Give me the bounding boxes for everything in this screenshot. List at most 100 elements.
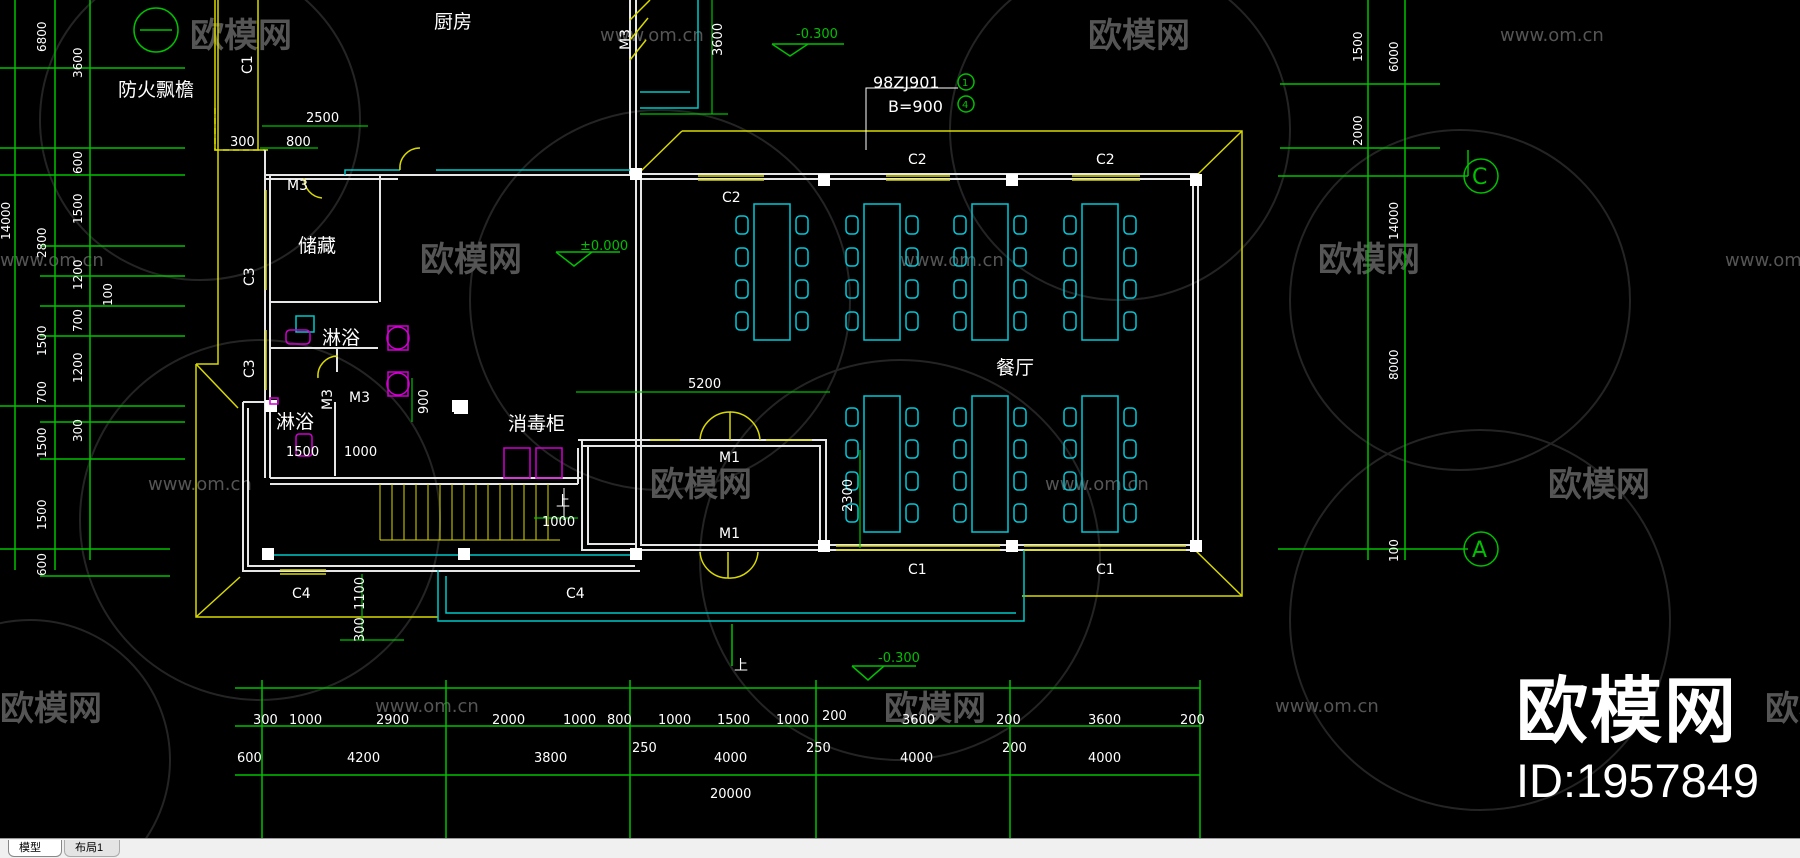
svg-text:1000: 1000 <box>344 445 377 460</box>
dining-table <box>1081 395 1119 533</box>
svg-text:5200: 5200 <box>688 377 721 392</box>
bottom-dimension-lines <box>235 680 1201 838</box>
svg-text:300: 300 <box>230 135 255 150</box>
dining-chair <box>845 503 859 523</box>
svg-text:1000: 1000 <box>776 713 809 728</box>
entry-up-label: 上 <box>734 658 748 674</box>
svg-text:3800: 3800 <box>534 751 567 766</box>
dining-chair <box>735 279 749 299</box>
svg-text:8000: 8000 <box>1387 349 1401 380</box>
dining-chair <box>1063 247 1077 267</box>
dining-chair <box>905 407 919 427</box>
dining-chair <box>1013 503 1027 523</box>
dining-chair <box>953 311 967 331</box>
watermark-logo: 欧模网 <box>190 16 292 56</box>
room-storage: 储藏 <box>298 235 336 257</box>
svg-text:6000: 6000 <box>1387 41 1401 72</box>
svg-text:600: 600 <box>35 553 49 576</box>
window-c1-top: C1 <box>240 55 256 74</box>
svg-text:1500: 1500 <box>717 713 750 728</box>
watermark-url: www.om.cn <box>1725 250 1800 271</box>
room-labels: 厨房 防火飘檐 储藏 淋浴 淋浴 消毒柜 餐厅 <box>118 11 1034 435</box>
eave-lines <box>268 0 1025 622</box>
svg-text:300: 300 <box>353 617 368 642</box>
dining-chair <box>845 247 859 267</box>
room-disinfection: 消毒柜 <box>508 413 565 435</box>
dining-chair <box>1013 247 1027 267</box>
windows-marks <box>265 175 1186 575</box>
dining-chair <box>953 471 967 491</box>
svg-text:1200: 1200 <box>71 259 85 290</box>
watermark-logo: 欧模网 <box>420 240 522 280</box>
dining-chair <box>845 215 859 235</box>
dining-chair <box>953 215 967 235</box>
interior-dimension-text: 2500 300 800 5200 900 2300 1500 1000 100… <box>230 23 856 642</box>
dining-table <box>1081 203 1119 341</box>
watermark-url: www.om.cn <box>375 696 479 717</box>
callout-ref: 98ZJ901 <box>873 73 940 92</box>
dining-table <box>863 395 901 533</box>
dining-chair <box>1063 439 1077 459</box>
svg-text:1000: 1000 <box>563 713 596 728</box>
svg-text:200: 200 <box>996 713 1021 728</box>
svg-text:250: 250 <box>632 741 657 756</box>
room-kitchen: 厨房 <box>434 11 472 33</box>
left-dimension-text: 6800 3600 600 1500 2800 1200 700 1500 12… <box>0 21 115 576</box>
svg-text:600: 600 <box>237 751 262 766</box>
axis-a-label: A <box>1472 538 1487 563</box>
window-c1-left: C1 <box>908 562 927 578</box>
dining-chair <box>1063 503 1077 523</box>
watermark-url: www.om.cn <box>1275 696 1379 717</box>
cad-drawing-canvas[interactable]: 欧模网 欧模网 欧模网 欧模网 欧模网 欧模网 欧模网 欧模网 欧模网 www.… <box>0 0 1800 838</box>
svg-text:300: 300 <box>253 713 278 728</box>
dining-chair <box>1013 279 1027 299</box>
door-m3-d: M3 <box>618 29 634 50</box>
svg-text:1500: 1500 <box>35 325 49 356</box>
room-fire-canopy: 防火飘檐 <box>118 79 194 101</box>
svg-text:700: 700 <box>35 381 49 404</box>
dining-chair <box>735 215 749 235</box>
svg-text:800: 800 <box>286 135 311 150</box>
svg-text:1: 1 <box>962 78 968 89</box>
room-shower-2: 淋浴 <box>276 411 314 433</box>
window-c3-top: C3 <box>242 267 258 286</box>
total-length-label: 20000 <box>710 787 751 802</box>
room-shower-1: 淋浴 <box>322 327 360 349</box>
level-top: -0.300 <box>796 27 838 42</box>
dining-chair <box>905 311 919 331</box>
bathroom-fixtures <box>269 325 563 479</box>
watermark-url: www.om.cn <box>900 250 1004 271</box>
dining-table <box>863 203 901 341</box>
svg-text:1500: 1500 <box>35 499 49 530</box>
watermark-url: www.om.cn <box>148 474 252 495</box>
svg-text:4200: 4200 <box>347 751 380 766</box>
svg-text:2800: 2800 <box>35 227 49 258</box>
door-m3-b: M3 <box>349 390 370 406</box>
svg-text:3600: 3600 <box>1088 713 1121 728</box>
door-m1-top: M1 <box>719 450 740 466</box>
tab-model[interactable]: 模型 <box>8 840 62 857</box>
dining-chair <box>795 279 809 299</box>
svg-text:4000: 4000 <box>1088 751 1121 766</box>
watermark-url: www.om.cn <box>1045 474 1149 495</box>
dining-chair <box>905 503 919 523</box>
dining-chair <box>735 247 749 267</box>
dining-chair <box>795 311 809 331</box>
door-m3-a: M3 <box>287 178 308 194</box>
svg-text:1000: 1000 <box>658 713 691 728</box>
watermark-url: www.om.cn <box>0 250 104 271</box>
watermark-logo: 欧模网 <box>1088 16 1190 56</box>
dining-chair <box>905 279 919 299</box>
dining-chair <box>1063 407 1077 427</box>
tab-layout-1[interactable]: 布局1 <box>64 840 120 857</box>
svg-text:100: 100 <box>101 283 115 306</box>
dining-chair <box>1063 471 1077 491</box>
dining-chair <box>953 439 967 459</box>
right-dimension-chain <box>1278 0 1499 567</box>
svg-text:1500: 1500 <box>71 193 85 224</box>
window-c1-right: C1 <box>1096 562 1115 578</box>
svg-text:300: 300 <box>71 419 85 442</box>
watermark-url: www.om.cn <box>1500 25 1604 46</box>
watermark-url: www.om.cn <box>600 25 704 46</box>
dining-chair <box>1013 471 1027 491</box>
